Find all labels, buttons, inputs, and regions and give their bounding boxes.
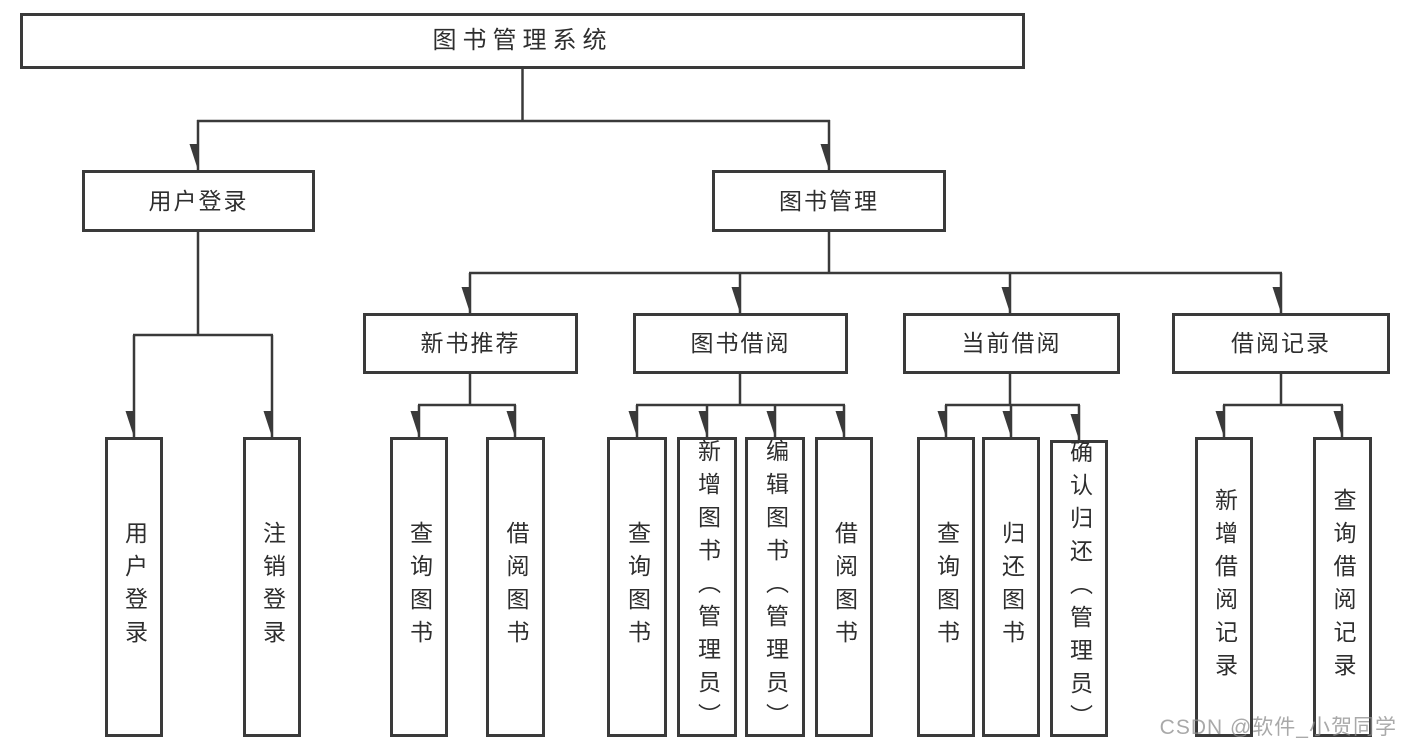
- leaf-logout: 注销登录: [243, 437, 301, 737]
- node-label: 确认归还（管理员）: [1066, 440, 1093, 737]
- leaf-add-books-admin: 新增图书（管理员）: [677, 437, 737, 737]
- leaf-query-books-recommend: 查询图书: [390, 437, 448, 737]
- leaf-add-borrow-record: 新增借阅记录: [1195, 437, 1253, 737]
- node-label: 图书管理系统: [432, 27, 613, 54]
- node-label: 新书推荐: [420, 330, 521, 356]
- node-book-borrow: 图书借阅: [633, 313, 848, 374]
- leaf-confirm-return-admin: 确认归还（管理员）: [1050, 440, 1108, 737]
- node-label: 查询图书: [933, 521, 960, 653]
- node-label: 用户登录: [148, 187, 249, 214]
- node-label: 查询图书: [406, 521, 433, 653]
- leaf-query-books-borrow: 查询图书: [607, 437, 667, 737]
- node-label: 新增图书（管理员）: [694, 438, 721, 736]
- node-borrow-records: 借阅记录: [1172, 313, 1390, 374]
- leaf-borrow-books: 借阅图书: [815, 437, 873, 737]
- node-label: 借阅图书: [503, 521, 529, 653]
- leaf-edit-books-admin: 编辑图书（管理员）: [745, 437, 805, 737]
- node-library-management-system: 图书管理系统: [20, 13, 1025, 69]
- node-label: 用户登录: [121, 521, 148, 653]
- node-label: 图书借阅: [690, 330, 791, 356]
- node-label: 归还图书: [998, 521, 1025, 653]
- node-new-book-recommend: 新书推荐: [363, 313, 578, 374]
- node-label: 新增借阅记录: [1211, 488, 1238, 686]
- leaf-query-borrow-record: 查询借阅记录: [1313, 437, 1372, 737]
- leaf-user-login: 用户登录: [105, 437, 163, 737]
- node-label: 查询图书: [624, 521, 651, 653]
- node-current-borrow: 当前借阅: [903, 313, 1120, 374]
- node-label: 编辑图书（管理员）: [762, 438, 789, 736]
- node-label: 查询借阅记录: [1330, 488, 1356, 686]
- leaf-query-books-current: 查询图书: [917, 437, 975, 737]
- node-label: 借阅记录: [1231, 330, 1331, 356]
- node-user-login-group: 用户登录: [82, 170, 315, 232]
- node-label: 当前借阅: [961, 330, 1062, 356]
- csdn-watermark: CSDN @软件_小贺同学: [1159, 716, 1397, 739]
- node-label: 图书管理: [779, 187, 879, 214]
- node-label: 注销登录: [259, 521, 286, 653]
- leaf-borrow-books-recommend: 借阅图书: [486, 437, 545, 737]
- node-book-management: 图书管理: [712, 170, 946, 232]
- node-label: 借阅图书: [831, 521, 858, 653]
- leaf-return-books: 归还图书: [982, 437, 1040, 737]
